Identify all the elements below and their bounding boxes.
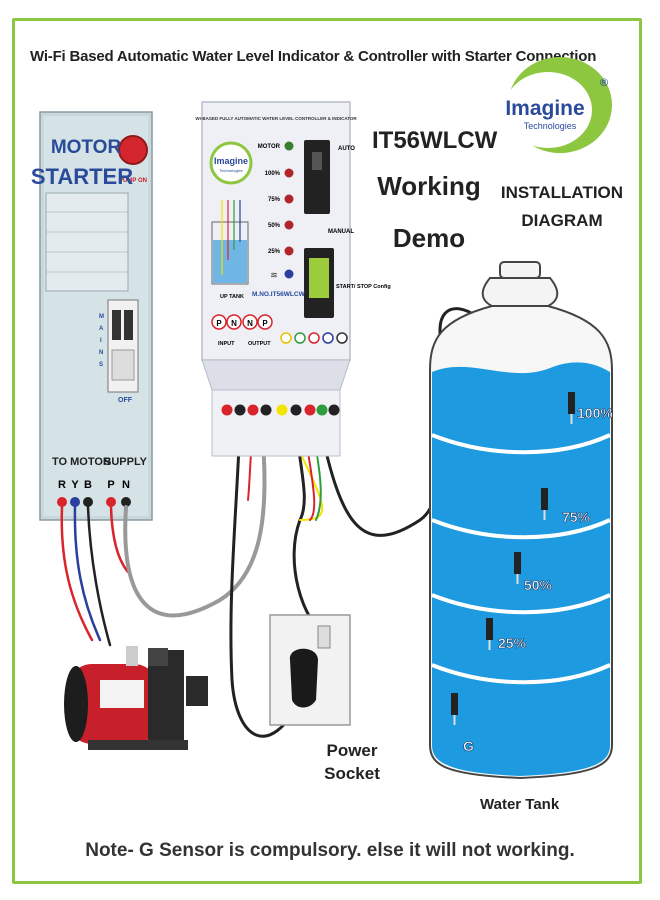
terminal-n-label: N bbox=[122, 479, 130, 491]
logo-brand: Imagine bbox=[505, 97, 584, 120]
output-terminal-p: P bbox=[262, 319, 268, 328]
controller-unit: WI-BASED FULLY AUTOMATIC WATER LEVEL CON… bbox=[195, 101, 391, 457]
indicator-motor-label: MOTOR bbox=[258, 144, 281, 150]
indicator-50-label: 50% bbox=[268, 223, 281, 229]
company-logo: Imagine Technologies ® bbox=[504, 57, 612, 153]
wifi-icon: ≋ bbox=[270, 271, 278, 281]
start-stop-label: START/ STOP Config bbox=[336, 284, 391, 290]
up-tank-label: UP TANK bbox=[220, 294, 244, 300]
indicator-100-label: 100% bbox=[265, 171, 281, 177]
indicator-25-label: 25% bbox=[268, 249, 281, 255]
mains-letter: N bbox=[99, 350, 103, 356]
model-heading: IT56WLCW bbox=[372, 127, 498, 154]
level-100-label: 100% bbox=[577, 405, 613, 421]
auto-label: AUTO bbox=[338, 146, 355, 152]
indicator-75-label: 75% bbox=[268, 197, 281, 203]
supply-label: SUPPLY bbox=[104, 456, 148, 468]
water-pump bbox=[64, 646, 208, 750]
mains-letter: I bbox=[100, 338, 102, 344]
output-terminal-n: N bbox=[247, 319, 253, 328]
starter-title-line1: MOTOR bbox=[51, 137, 122, 158]
indicator-led bbox=[284, 246, 294, 256]
terminal-r-label: R bbox=[58, 479, 66, 491]
logo-sub: Technologies bbox=[524, 121, 577, 131]
mains-letter: A bbox=[99, 326, 104, 332]
terminal-y-label: Y bbox=[71, 479, 79, 491]
motor-starter: PUMP ON MOTOR STARTER M A I N S OFF TO M… bbox=[31, 111, 153, 521]
input-label: INPUT bbox=[218, 341, 235, 347]
indicator-led bbox=[284, 168, 294, 178]
pump-on-label: PUMP ON bbox=[119, 178, 147, 184]
level-50-label: 50% bbox=[524, 577, 553, 593]
input-terminal-p: P bbox=[216, 319, 222, 328]
indicator-led bbox=[284, 194, 294, 204]
wifi-led bbox=[284, 269, 294, 279]
controller-logo-brand: Imagine bbox=[214, 156, 248, 166]
input-terminal-n: N bbox=[231, 319, 237, 328]
level-g-label: G bbox=[463, 738, 474, 754]
power-socket bbox=[269, 614, 351, 726]
socket-label-line2: Socket bbox=[324, 764, 380, 783]
install-line2: DIAGRAM bbox=[521, 211, 603, 230]
mains-letter: M bbox=[99, 314, 104, 320]
tank-label: Water Tank bbox=[480, 796, 560, 813]
to-motor-label: TO MOTOR bbox=[52, 456, 111, 468]
level-75-label: 75% bbox=[562, 509, 591, 525]
demo-line2: Demo bbox=[392, 223, 466, 253]
level-25-label: 25% bbox=[498, 635, 527, 651]
water-tank: 100% 75% 50% 25% G bbox=[429, 261, 614, 780]
pump-on-button[interactable] bbox=[118, 135, 148, 165]
indicator-led bbox=[284, 220, 294, 230]
page-title: Wi-Fi Based Automatic Water Level Indica… bbox=[30, 48, 597, 65]
mains-letter: S bbox=[99, 362, 103, 368]
outer-frame bbox=[12, 18, 642, 884]
off-label: OFF bbox=[118, 397, 133, 404]
install-line1: INSTALLATION bbox=[500, 183, 624, 202]
auto-manual-switch[interactable] bbox=[304, 140, 330, 214]
indicator-led bbox=[284, 141, 294, 151]
terminal-b-label: B bbox=[84, 479, 92, 491]
output-label: OUTPUT bbox=[248, 341, 271, 347]
demo-line1: Working bbox=[377, 171, 481, 201]
note-text: Note- G Sensor is compulsory. else it wi… bbox=[85, 840, 575, 861]
manual-label: MANUAL bbox=[328, 229, 354, 235]
controller-logo-sub: Technologies bbox=[219, 168, 242, 173]
terminal-p-label: P bbox=[107, 479, 114, 491]
socket-label-line1: Power bbox=[326, 741, 378, 760]
controller-model: M.NO.IT56WLCW bbox=[252, 291, 306, 298]
logo-registered: ® bbox=[599, 76, 610, 89]
starter-title-line2: STARTER bbox=[31, 164, 133, 189]
controller-header: WI-BASED FULLY AUTOMATIC WATER LEVEL CON… bbox=[195, 116, 357, 121]
